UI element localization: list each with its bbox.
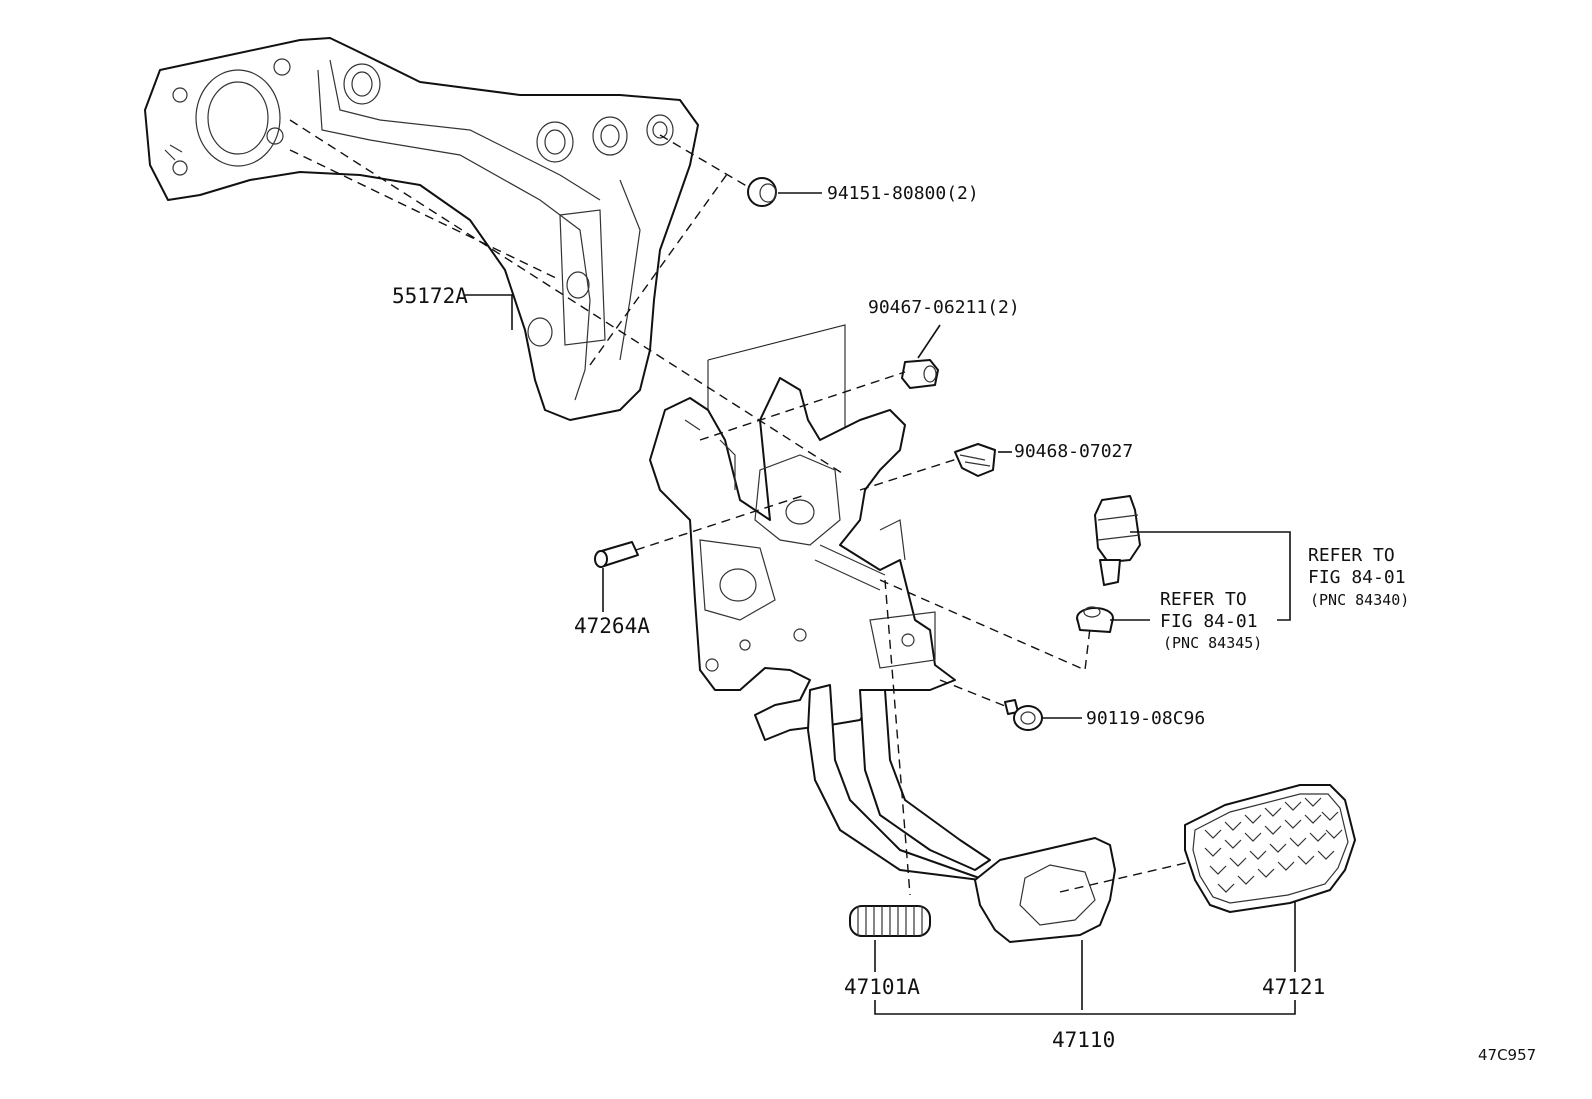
return-spring-drawing — [849, 905, 931, 937]
label-bushing-94151-80800: 94151-80800(2) — [827, 183, 979, 204]
stop-lamp-switch-drawing — [1094, 495, 1141, 586]
label-pedal-assembly-47110: 47110 — [1052, 1028, 1115, 1052]
label-bolt-90119-08c96: 90119-08C96 — [1086, 708, 1205, 729]
clip-90468-drawing — [954, 443, 996, 477]
label-pin-47264a: 47264A — [574, 614, 650, 638]
figure-code: 47C957 — [1478, 1046, 1536, 1064]
label-clip-90468-07027: 90468-07027 — [1014, 441, 1133, 462]
label-refer-cushion-line2: FIG 84-01 — [1160, 611, 1258, 632]
label-pad-47121: 47121 — [1262, 975, 1325, 999]
pedal-plate-drawing — [974, 837, 1116, 943]
clip-90467-drawing — [901, 359, 939, 389]
label-clip-90467-06211: 90467-06211(2) — [868, 297, 1020, 318]
bolt-90119-drawing — [1004, 699, 1043, 731]
label-refer-switch-line1: REFER TO — [1308, 545, 1395, 566]
label-refer-switch-line2: FIG 84-01 — [1308, 567, 1406, 588]
label-refer-cushion-pnc: (PNC 84345) — [1163, 634, 1262, 652]
callout-labels: 55172A 94151-80800(2) 90467-06211(2) 904… — [392, 183, 1536, 1064]
label-bracket-55172a: 55172A — [392, 284, 468, 308]
bracket-55172a-drawing — [144, 37, 699, 421]
pedal-support-drawing — [649, 324, 1001, 906]
pedal-pad-drawing — [1184, 784, 1356, 913]
cushion-drawing — [1076, 606, 1114, 633]
label-spring-47101a: 47101A — [844, 975, 920, 999]
pin-47264a-drawing — [594, 541, 639, 568]
bushing-94151-drawing — [747, 177, 777, 207]
label-refer-switch-pnc: (PNC 84340) — [1310, 591, 1409, 609]
leader-lines — [465, 192, 1296, 1015]
assembly-dashed-lines — [289, 119, 1191, 896]
label-refer-cushion-line1: REFER TO — [1160, 589, 1247, 610]
